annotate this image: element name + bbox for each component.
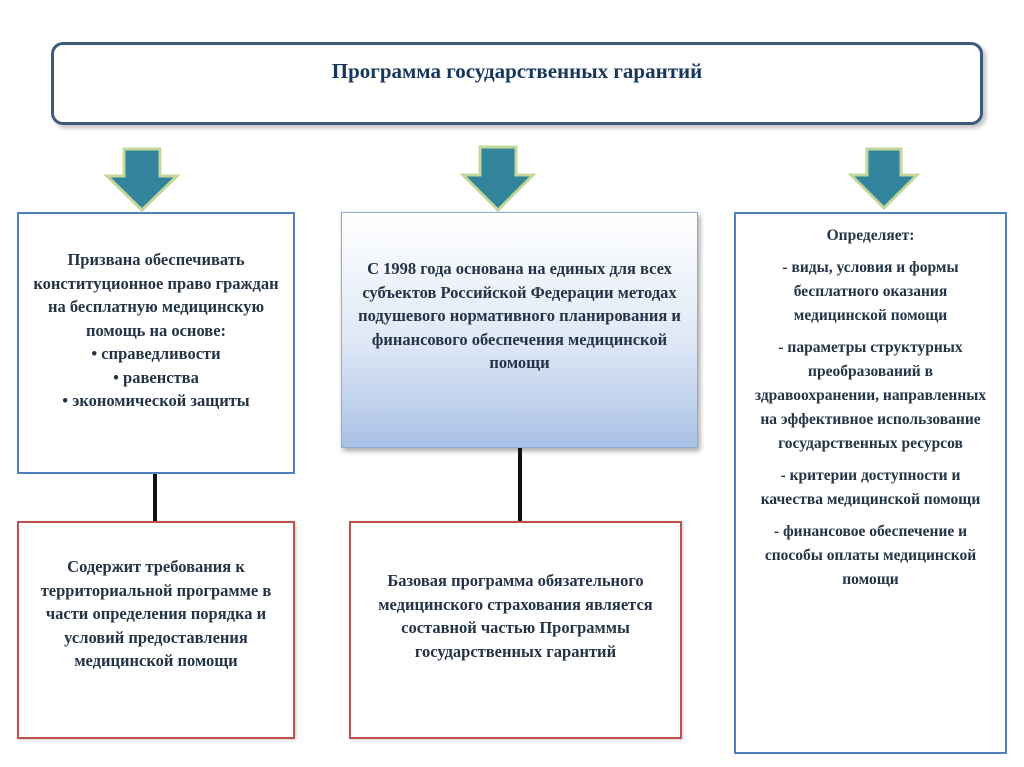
bullet-item: • экономической защиты <box>62 391 250 410</box>
left-bottom-box: Содержит требования к территориальной пр… <box>17 521 295 739</box>
title-box: Программа государственных гарантий <box>51 42 983 125</box>
right-box: Определяет: - виды, условия и формы бесп… <box>734 212 1007 754</box>
center-bottom-text: Базовая программа обязательного медицинс… <box>378 571 653 661</box>
down-arrow-icon <box>847 147 921 211</box>
right-list-item: - виды, условия и формы бесплатного оказ… <box>782 259 959 324</box>
center-connector-line <box>518 448 522 522</box>
center-top-text: С 1998 года основана на единых для всех … <box>358 259 681 372</box>
left-connector-line <box>153 474 157 522</box>
right-heading: Определяет: <box>826 227 915 244</box>
down-arrow-icon <box>103 147 181 213</box>
bullet-item: • справедливости <box>91 344 221 363</box>
down-arrow-icon <box>459 145 537 213</box>
left-bottom-text: Содержит требования к территориальной пр… <box>40 557 272 670</box>
right-text: Определяет: - виды, условия и формы бесп… <box>748 224 993 592</box>
right-list-item: - финансовое обеспечение и способы оплат… <box>764 523 977 588</box>
diagram-title: Программа государственных гарантий <box>331 59 703 83</box>
right-list-item: - параметры структурных преобразований в… <box>754 339 987 452</box>
right-list-item: - критерии доступности и качества медици… <box>760 467 981 508</box>
bullet-item: • равенства <box>113 367 199 387</box>
left-top-box: Призвана обеспечивать конституционное пр… <box>17 212 295 474</box>
left-top-intro: Призвана обеспечивать конституционное пр… <box>33 250 279 340</box>
center-top-box: С 1998 года основана на единых для всех … <box>341 212 698 448</box>
center-bottom-box: Базовая программа обязательного медицинс… <box>349 521 682 739</box>
left-top-text: Призвана обеспечивать конституционное пр… <box>27 248 285 413</box>
